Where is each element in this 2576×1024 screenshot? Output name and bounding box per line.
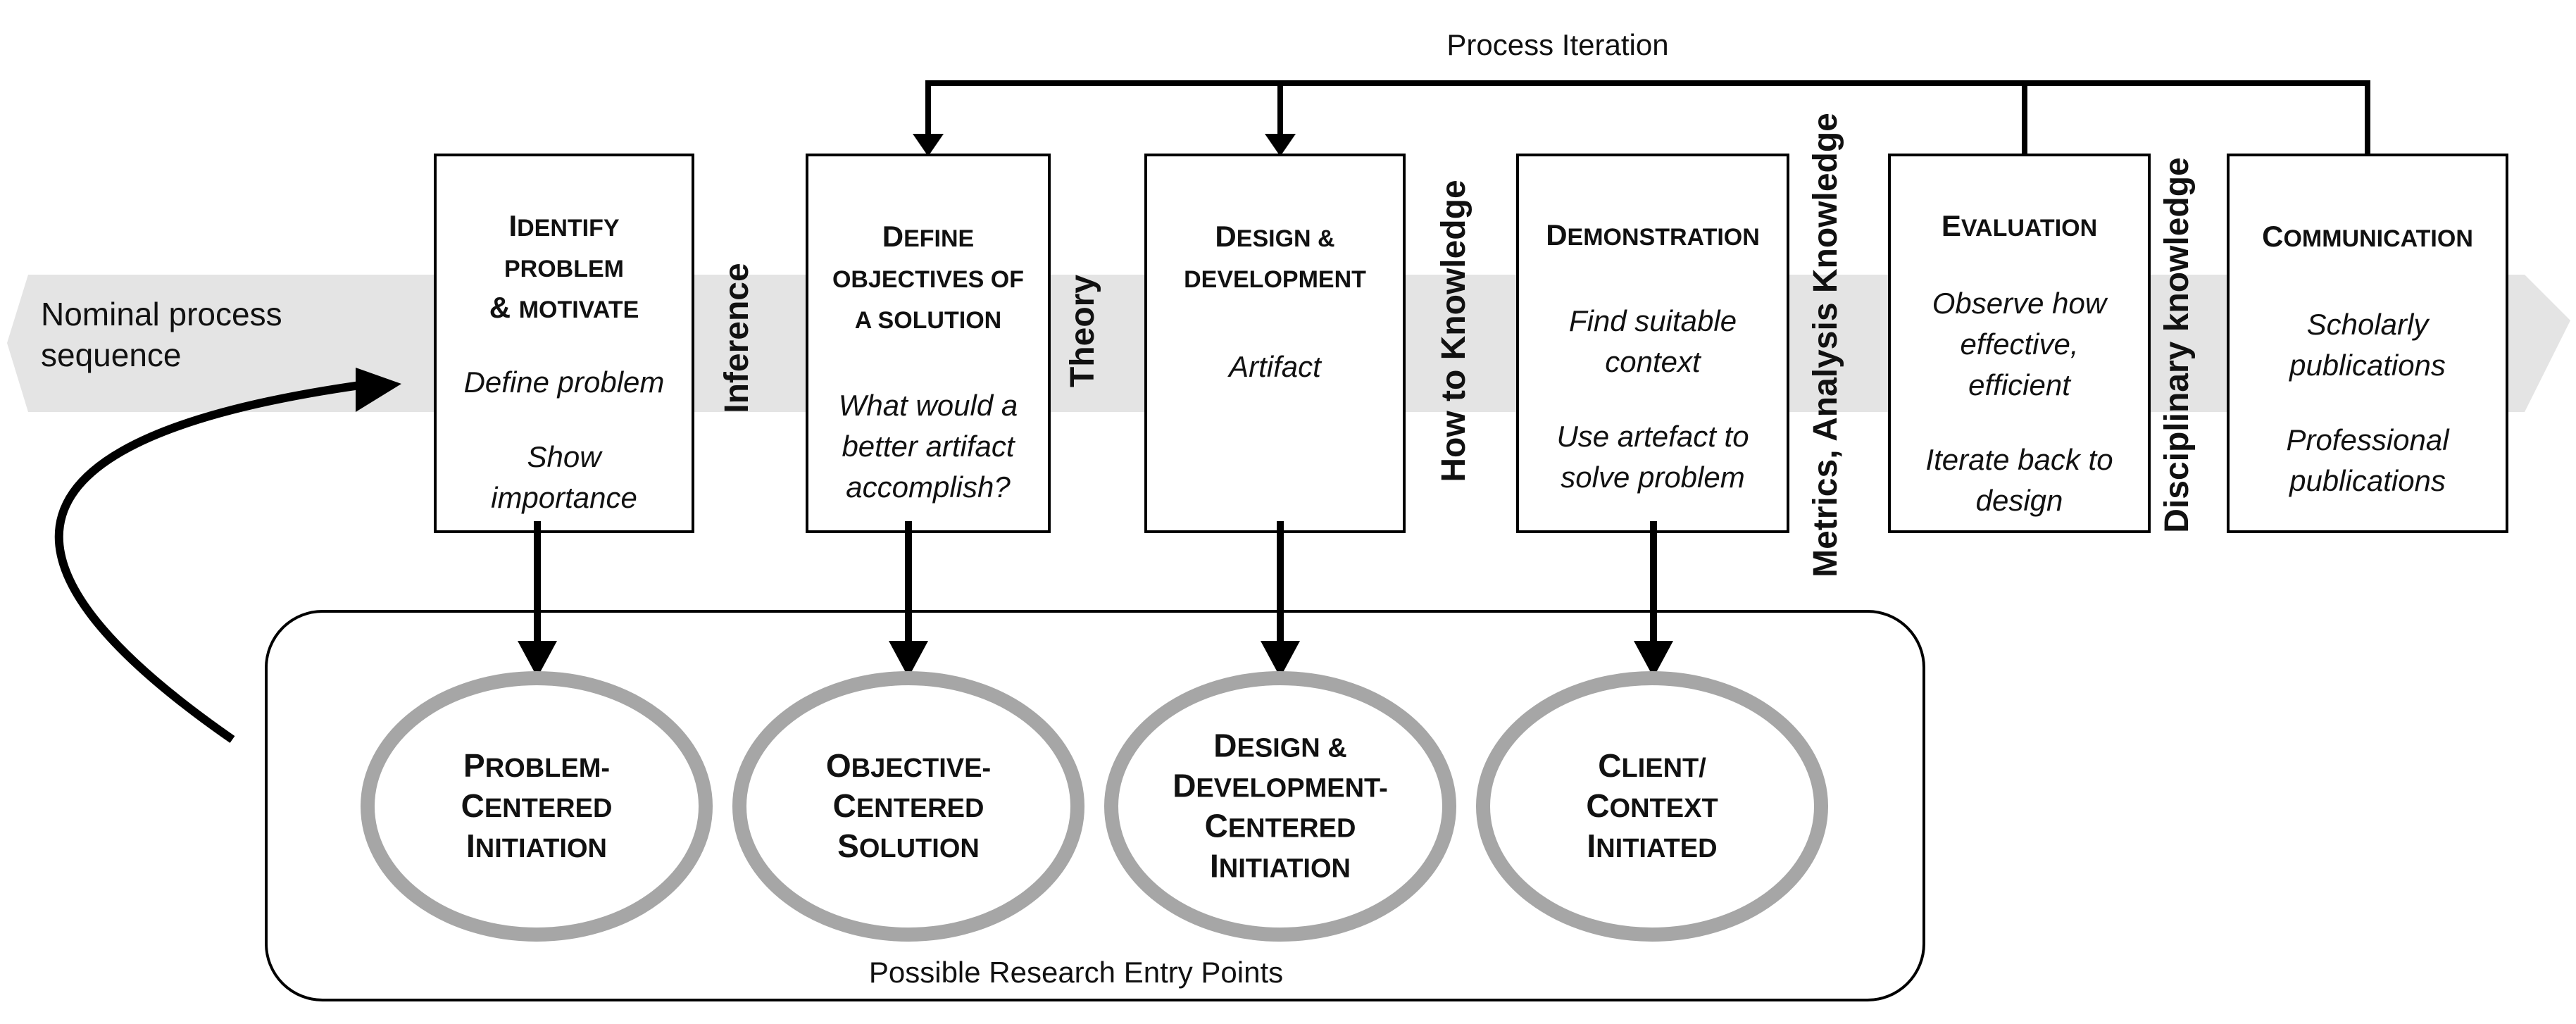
small-caps-line: A SOLUTION bbox=[855, 307, 1001, 334]
activity-box-frame bbox=[806, 154, 1051, 533]
activity-body-line: What would a bbox=[839, 389, 1018, 422]
entry-arrow-4 bbox=[1634, 521, 1673, 678]
entry-curve-arrow bbox=[55, 380, 370, 743]
small-caps-line: EVALUATION bbox=[1942, 209, 2097, 242]
activity-body-line: effective, bbox=[1960, 327, 2078, 361]
entry-arrow-3 bbox=[1261, 521, 1300, 678]
activity-body-line: Find suitable bbox=[1569, 304, 1737, 337]
small-caps-line: CENTERED bbox=[1205, 808, 1356, 844]
activity-body-line: importance bbox=[491, 481, 637, 514]
small-caps-line: INITIATION bbox=[466, 828, 607, 864]
activity-body-line: Show bbox=[527, 440, 603, 473]
connector-label-3: How to Knowledge bbox=[1435, 180, 1473, 482]
entry-point-oval-2: OBJECTIVE-CENTERED SOLUTION bbox=[732, 671, 1084, 942]
activity-body-line: publications bbox=[2288, 349, 2446, 382]
activity-body-line: accomplish? bbox=[846, 470, 1011, 504]
small-caps-line: IDENTIFY bbox=[508, 209, 619, 242]
entry-points-label: Possible Research Entry Points bbox=[869, 956, 1283, 989]
connector-label-4: Metrics, Analysis Knowledge bbox=[1807, 113, 1844, 577]
connector-label-5: Disciplinary knowledge bbox=[2158, 157, 2196, 532]
small-caps-line: INITIATION bbox=[1210, 848, 1351, 885]
connector-label-2: Theory bbox=[1064, 275, 1101, 387]
small-caps-line: DESIGN & bbox=[1215, 220, 1334, 253]
activity-body-line: design bbox=[1976, 484, 2063, 517]
entry-point-oval-3: DESIGN & DEVELOPMENT- CENTERED INITIATION bbox=[1104, 671, 1456, 942]
entry-points-container bbox=[265, 610, 1925, 1001]
activity-box-frame bbox=[2227, 154, 2508, 533]
entry-curve-arrowhead bbox=[356, 368, 401, 412]
nominal-sequence-label: Nominal process sequence bbox=[41, 296, 291, 373]
small-caps-line: INITIATED bbox=[1587, 828, 1717, 864]
activity-body-line: Iterate back to bbox=[1925, 443, 2113, 476]
activity-box-frame bbox=[434, 154, 694, 533]
entry-arrow-1 bbox=[518, 521, 557, 678]
small-caps-line: CENTERED bbox=[833, 787, 984, 824]
small-caps-line: CONTEXT bbox=[1586, 787, 1718, 824]
activity-body-line: Define problem bbox=[464, 366, 665, 399]
small-caps-line: OBJECTIVES OF bbox=[832, 266, 1024, 293]
activity-body-line: Artifact bbox=[1227, 350, 1323, 383]
process-iteration-label: Process Iteration bbox=[1446, 28, 1668, 61]
activity-box-frame bbox=[1888, 154, 2151, 533]
small-caps-line: DEFINE bbox=[882, 220, 974, 253]
small-caps-line: CLIENT/ bbox=[1598, 747, 1706, 784]
activity-box-frame bbox=[1516, 154, 1789, 533]
small-caps-line: DEVELOPMENT- bbox=[1173, 768, 1388, 804]
small-caps-line: DESIGN & bbox=[1213, 728, 1346, 764]
small-caps-line: PROBLEM bbox=[504, 256, 624, 282]
activity-body-line: solve problem bbox=[1561, 461, 1744, 494]
small-caps-line: & MOTIVATE bbox=[489, 291, 639, 324]
small-caps-line: DEVELOPMENT bbox=[1184, 266, 1366, 293]
activity-box-frame bbox=[1144, 154, 1406, 533]
activity-box-1: IDENTIFY PROBLEM & MOTIVATE Define problemS… bbox=[434, 154, 694, 533]
activity-box-3: DESIGN & DEVELOPMENT Artifact bbox=[1144, 154, 1406, 533]
activity-box-5: EVALUATION Observe how effective, efficient… bbox=[1888, 154, 2151, 533]
activity-body-line: context bbox=[1605, 345, 1702, 378]
process-iteration-loop bbox=[925, 80, 2370, 155]
iteration-arrowhead bbox=[913, 134, 944, 156]
small-caps-line: COMMUNICATION bbox=[2262, 220, 2473, 253]
entry-point-oval-1: PROBLEM-CENTERED INITIATION bbox=[361, 671, 713, 942]
small-caps-line: PROBLEM- bbox=[463, 747, 610, 784]
activity-body-line: efficient bbox=[1968, 368, 2072, 401]
connector-label-1: Inference bbox=[718, 263, 756, 413]
small-caps-line: SOLUTION bbox=[837, 828, 980, 864]
entry-point-oval-4: CLIENT/CONTEXT INITIATED bbox=[1476, 671, 1828, 942]
activity-body-line: publications bbox=[2288, 464, 2446, 497]
activity-box-2: DEFINE OBJECTIVES OF A SOLUTION What would … bbox=[806, 154, 1051, 533]
entry-arrow-2 bbox=[889, 521, 928, 678]
iteration-arrowhead bbox=[1265, 134, 1296, 156]
activity-body-line: Observe how bbox=[1932, 287, 2108, 320]
activity-body-line: Professional bbox=[2286, 423, 2450, 456]
activity-body-line: better artifact bbox=[842, 430, 1015, 463]
small-caps-line: OBJECTIVE- bbox=[826, 747, 991, 784]
activity-body-line: Scholarly bbox=[2307, 308, 2431, 341]
small-caps-line: CENTERED bbox=[461, 787, 613, 824]
small-caps-line: DEMONSTRATION bbox=[1546, 218, 1760, 251]
activity-box-6: COMMUNICATIONScholarlypublicationsProfes… bbox=[2227, 154, 2508, 533]
activity-body-line: Use artefact to bbox=[1556, 420, 1749, 453]
